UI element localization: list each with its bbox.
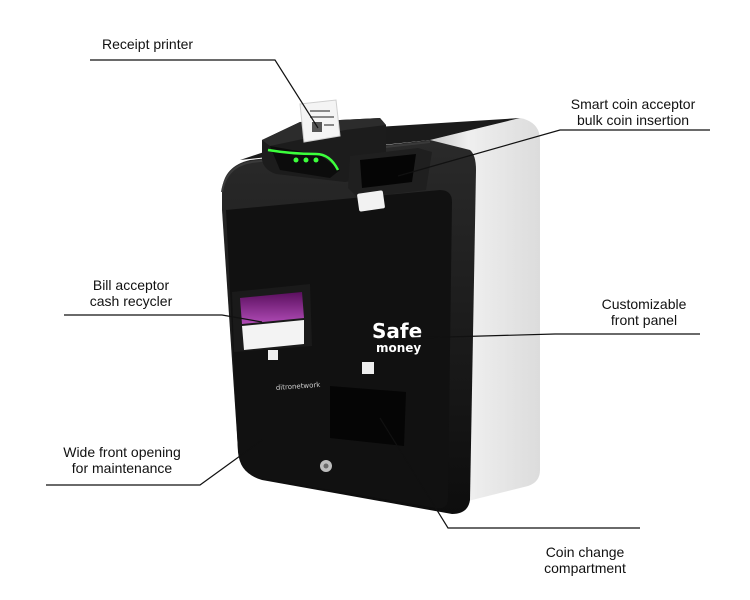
callout-bill-acceptor: Bill acceptor cash recycler [89, 277, 173, 309]
coin-change-compartment [330, 386, 406, 446]
maker-logo: ditronetwork [276, 381, 322, 392]
callout-front-panel: Customizable front panel [601, 296, 687, 328]
callout-coin-acceptor: Smart coin acceptor bulk coin insertion [570, 96, 696, 128]
coin-sticker [357, 190, 385, 212]
callout-receipt-printer: Receipt printer [102, 36, 194, 52]
brand-logo-top: Safe [372, 319, 422, 343]
coin-icon [362, 362, 374, 374]
callout-front-opening: Wide front opening for maintenance [63, 444, 181, 476]
printer-led-strip [267, 148, 340, 171]
callout-coin-change: Coin change compartment [544, 544, 626, 576]
receipt-paper [299, 99, 341, 143]
bill-icon [268, 350, 278, 360]
callout-lines [46, 59, 710, 529]
brand-logo-bottom: money [376, 341, 421, 355]
